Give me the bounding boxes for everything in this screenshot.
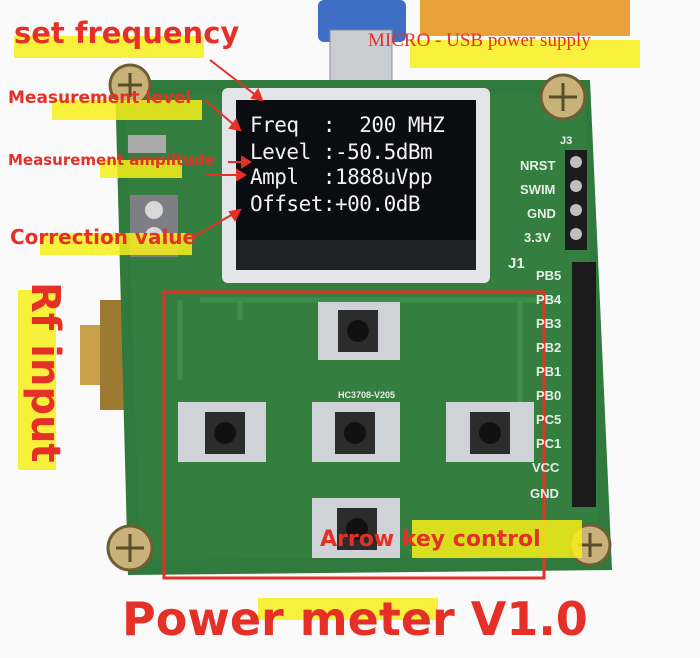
connector-j1-title: J1 bbox=[508, 255, 525, 272]
connector-pin-pb1: PB1 bbox=[536, 364, 562, 379]
label-correction-value: Correction value bbox=[10, 225, 197, 249]
connector-pin-pb3: PB3 bbox=[536, 316, 562, 331]
button-left bbox=[178, 402, 266, 462]
label-measurement-amplitude: Measurement amplitude bbox=[8, 151, 215, 169]
header-pin-gnd: GND bbox=[527, 206, 556, 221]
header-pin-3v3: 3.3V bbox=[524, 230, 551, 245]
highlight-correction-value bbox=[40, 233, 192, 255]
header-j3-title: J3 bbox=[560, 135, 573, 147]
highlight-rf-input bbox=[18, 290, 56, 470]
display-ampl: Ampl :1888uVpp bbox=[250, 165, 433, 189]
header-pin-swim: SWIM bbox=[520, 182, 556, 197]
highlight-usb-supply bbox=[410, 40, 640, 68]
button-up bbox=[318, 302, 400, 360]
header-pin-nrst: NRST bbox=[520, 158, 556, 173]
connector-pin-pc1: PC1 bbox=[536, 436, 562, 451]
connector-pin-pb5: PB5 bbox=[536, 268, 562, 283]
label-measurement-level: Measurement level bbox=[8, 88, 192, 108]
button-down bbox=[312, 498, 400, 558]
highlight-measurement-amplitude bbox=[100, 160, 182, 178]
highlight-title bbox=[258, 598, 438, 620]
label-set-frequency: set frequency bbox=[14, 16, 240, 50]
connector-pin-pc5: PC5 bbox=[536, 412, 562, 427]
label-product-title: Power meter V1.0 bbox=[122, 592, 588, 646]
highlight-measurement-level bbox=[52, 100, 202, 120]
display-level: Level :-50.5dBm bbox=[250, 140, 433, 164]
connector-pin-pb0: PB0 bbox=[536, 388, 562, 403]
arrow-key-frame bbox=[162, 290, 546, 580]
connector-pin-pb2: PB2 bbox=[536, 340, 562, 355]
connector-pin-vcc: VCC bbox=[532, 460, 560, 475]
button-center bbox=[312, 402, 400, 462]
label-usb-supply: MICRO - USB power supply bbox=[368, 30, 591, 51]
connector-pin-gnd: GND bbox=[530, 486, 559, 501]
highlight-arrow-key bbox=[412, 520, 582, 558]
display-offset: Offset:+00.0dB bbox=[250, 192, 421, 216]
button-right bbox=[446, 402, 534, 462]
pcb-silkscreen: HC3708-V205 bbox=[338, 390, 396, 400]
highlight-set-frequency bbox=[14, 36, 204, 58]
display-freq: Freq : 200 MHZ bbox=[250, 113, 445, 137]
oled-screen bbox=[236, 100, 476, 240]
label-arrow-key-control: Arrow key control bbox=[320, 527, 541, 552]
connector-pin-pb4: PB4 bbox=[536, 292, 562, 307]
label-rf-input: Rf input bbox=[22, 282, 68, 463]
usb-plug bbox=[329, 29, 393, 86]
